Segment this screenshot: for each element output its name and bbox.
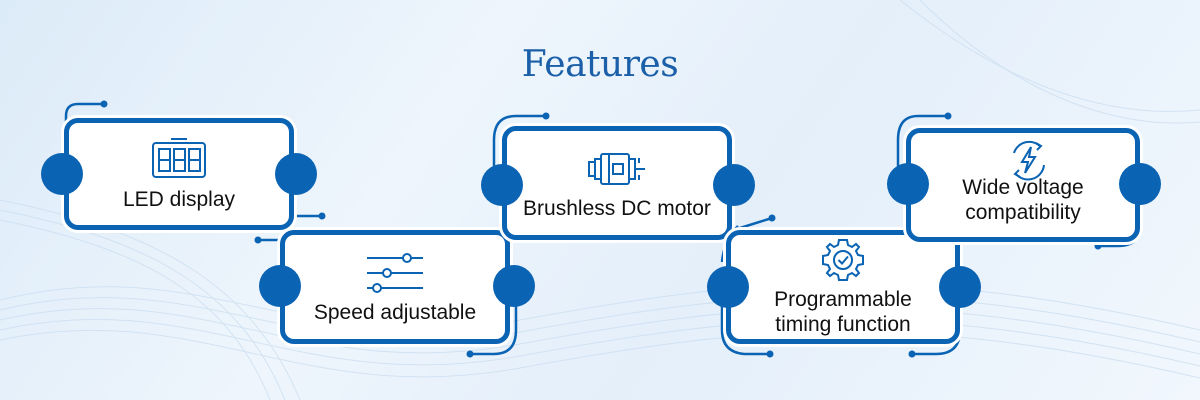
connector-dot: [493, 265, 535, 307]
motor-icon: [588, 152, 645, 185]
connector-dot: [707, 266, 749, 308]
led-display-icon: [152, 137, 206, 178]
connector-dot: [481, 164, 523, 206]
feature-label: Brushless DC motor: [523, 196, 711, 220]
feature-label-line1: Wide voltage: [962, 176, 1084, 199]
feature-card-wide-voltage: Wide voltage compatibility: [906, 128, 1140, 242]
feature-card-programmable-timing: Programmable timing function: [726, 230, 960, 344]
feature-card-brushless-dc-motor: Brushless DC motor: [502, 126, 732, 240]
connector-dot: [41, 153, 83, 195]
feature-card-speed-adjustable: Speed adjustable: [280, 230, 510, 344]
feature-label-line2: timing function: [775, 313, 911, 336]
connector-dot: [887, 163, 929, 205]
connector-dot: [713, 164, 755, 206]
connector-dot: [259, 265, 301, 307]
feature-card-led-display: LED display: [64, 118, 294, 230]
page-title: Features: [521, 44, 679, 85]
connector-dot: [1119, 163, 1161, 205]
feature-label-line1: Programmable: [774, 288, 912, 311]
feature-label-line2: compatibility: [965, 201, 1081, 224]
connector-dot: [275, 153, 317, 195]
connector-dot: [939, 266, 981, 308]
sliders-icon: [367, 252, 423, 293]
feature-label: LED display: [122, 187, 236, 211]
gear-check-icon: [822, 239, 864, 281]
feature-label: Speed adjustable: [313, 300, 477, 324]
lightning-cycle-icon: [1013, 140, 1045, 181]
